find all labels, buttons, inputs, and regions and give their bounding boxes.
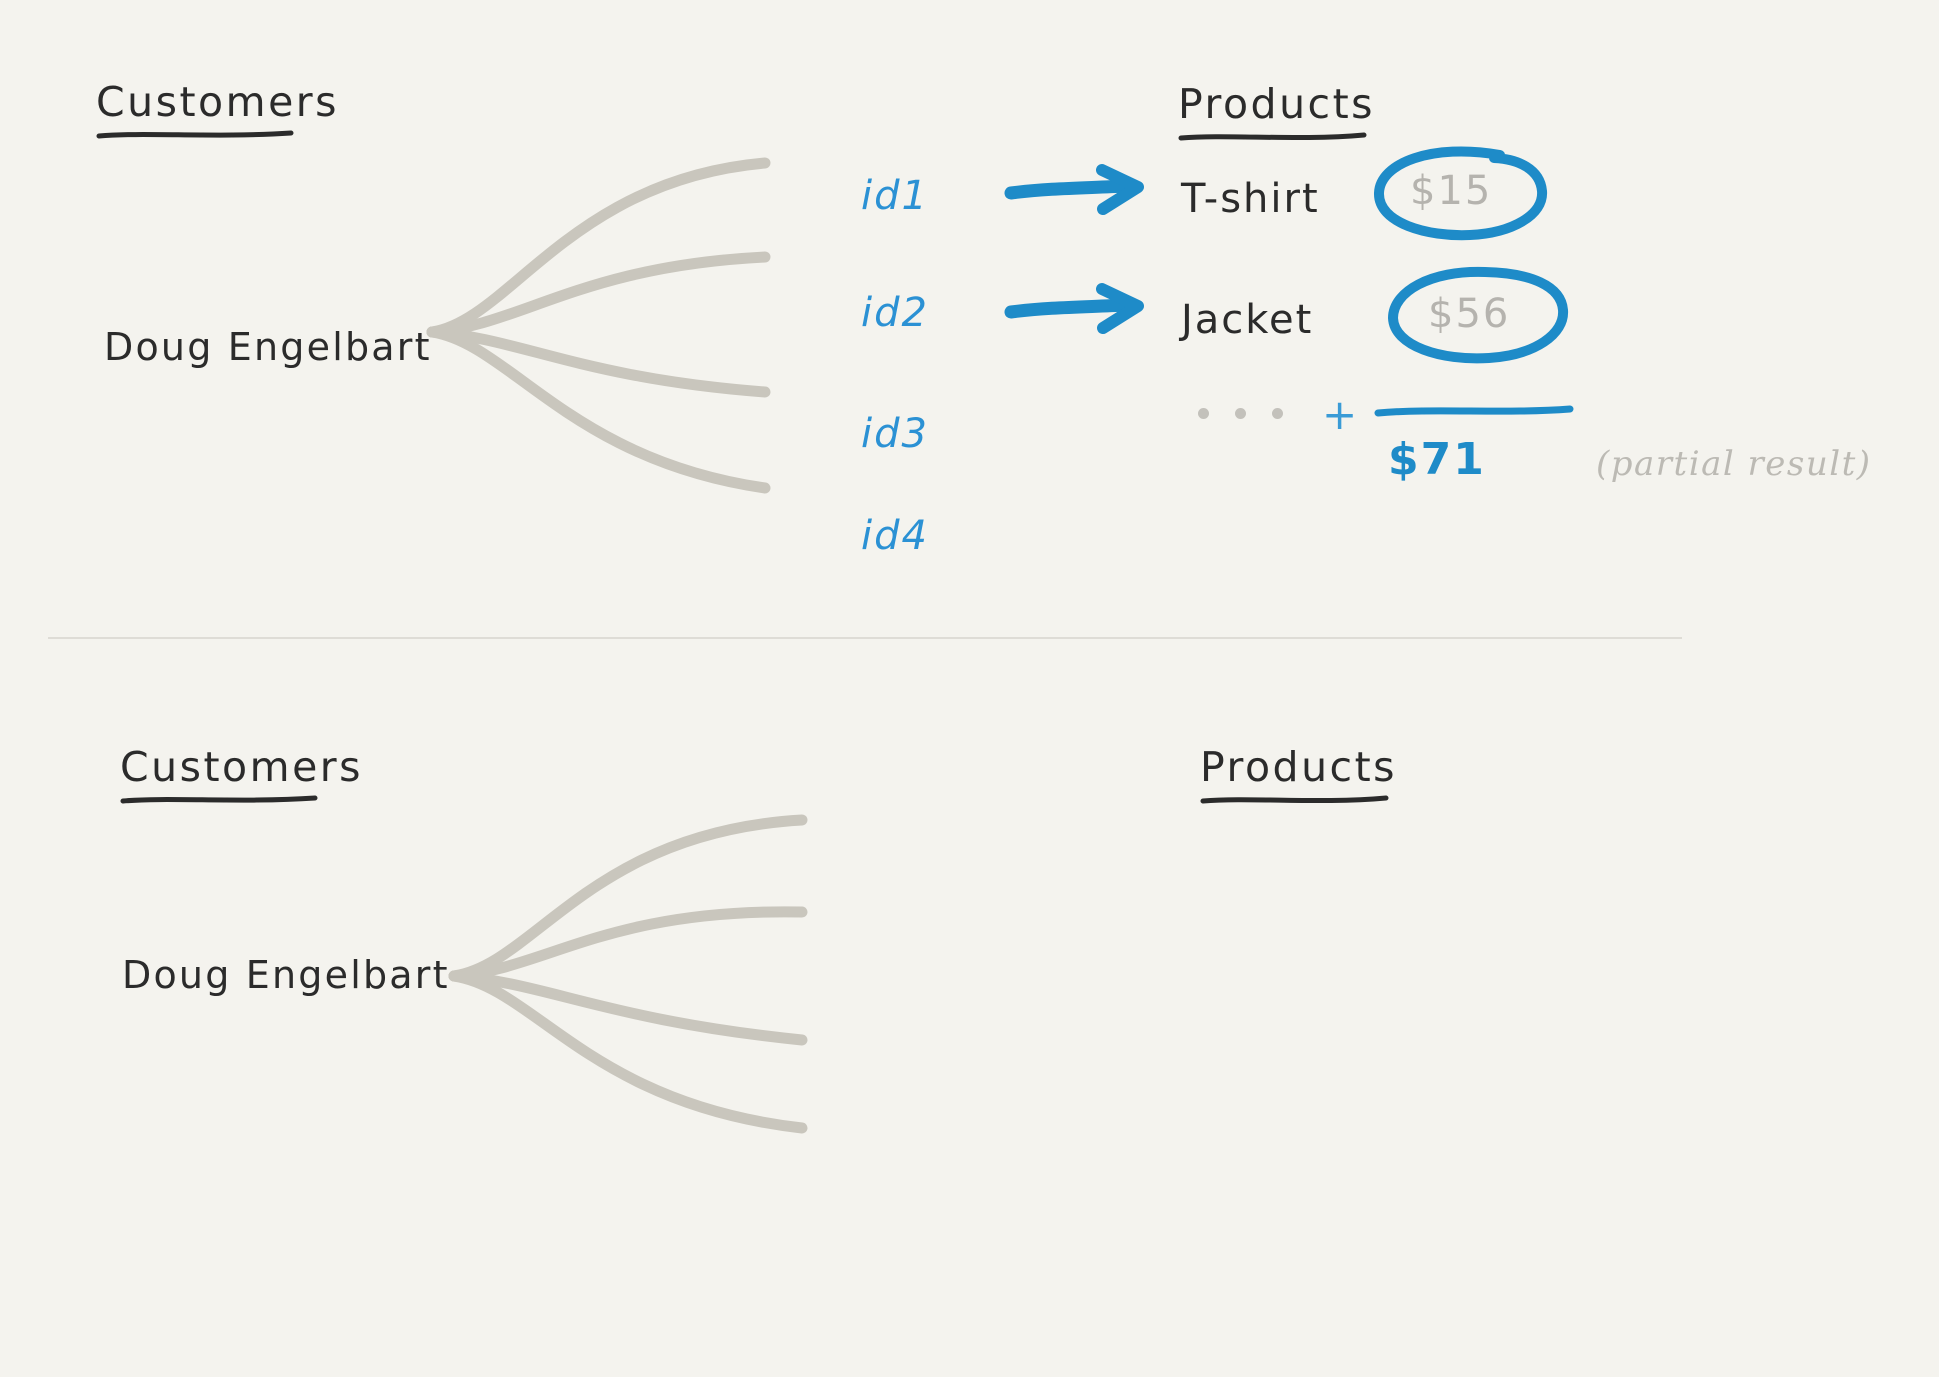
top-panel: Customers Products Doug Engelbart id1 (0, 0, 1939, 638)
id-label-top-1: id1 (861, 173, 929, 219)
id-label-top-4: id4 (861, 513, 929, 559)
header-underline-icon (1178, 132, 1367, 141)
sum-note-top: (partial result) (1596, 444, 1872, 484)
products-header-label: Products (1200, 743, 1398, 791)
header-underline-icon (96, 130, 294, 139)
arrow-icon-top-1 (1004, 164, 1144, 215)
customers-header-top: Customers (96, 78, 339, 141)
customers-header-bottom: Customers (120, 743, 363, 806)
id-label-top-2: id2 (861, 290, 929, 336)
products-header-bottom: Products (1200, 743, 1397, 806)
bottom-panel: Customers Products Doug Engelbart id1 (0, 638, 1939, 1377)
price-value: $15 (1410, 168, 1493, 214)
product-name-top-1: T-shirt (1181, 176, 1320, 222)
customers-header-label: Customers (96, 78, 340, 126)
sum-value-top: $71 (1388, 434, 1486, 485)
id-label-top-3: id3 (861, 411, 929, 457)
plus-sign-top: + (1322, 390, 1358, 439)
products-header-top: Products (1178, 80, 1375, 143)
circle-annotation-icon (1373, 146, 1548, 241)
customers-header-label: Customers (120, 743, 364, 791)
products-header-label: Products (1178, 80, 1376, 128)
customer-name-bottom: Doug Engelbart (122, 953, 450, 997)
panel-divider (48, 637, 1682, 639)
header-underline-icon (120, 795, 318, 804)
customer-name-top: Doug Engelbart (104, 325, 432, 369)
product-name-top-2: Jacket (1181, 297, 1314, 343)
sum-rule-top (1374, 405, 1574, 417)
dot-icon (1235, 408, 1246, 419)
dot-icon (1198, 408, 1209, 419)
fanout-lines-top (426, 157, 771, 494)
fanout-lines-bottom (448, 814, 808, 1134)
price-circled-top-1: $15 (1372, 145, 1552, 241)
ellipsis-top (1198, 408, 1283, 419)
dot-icon (1272, 408, 1283, 419)
price-value: $56 (1428, 291, 1511, 337)
arrow-icon-top-2 (1004, 283, 1144, 334)
circle-annotation-icon (1387, 266, 1569, 364)
header-underline-icon (1200, 795, 1389, 804)
price-circled-top-2: $56 (1385, 266, 1575, 366)
